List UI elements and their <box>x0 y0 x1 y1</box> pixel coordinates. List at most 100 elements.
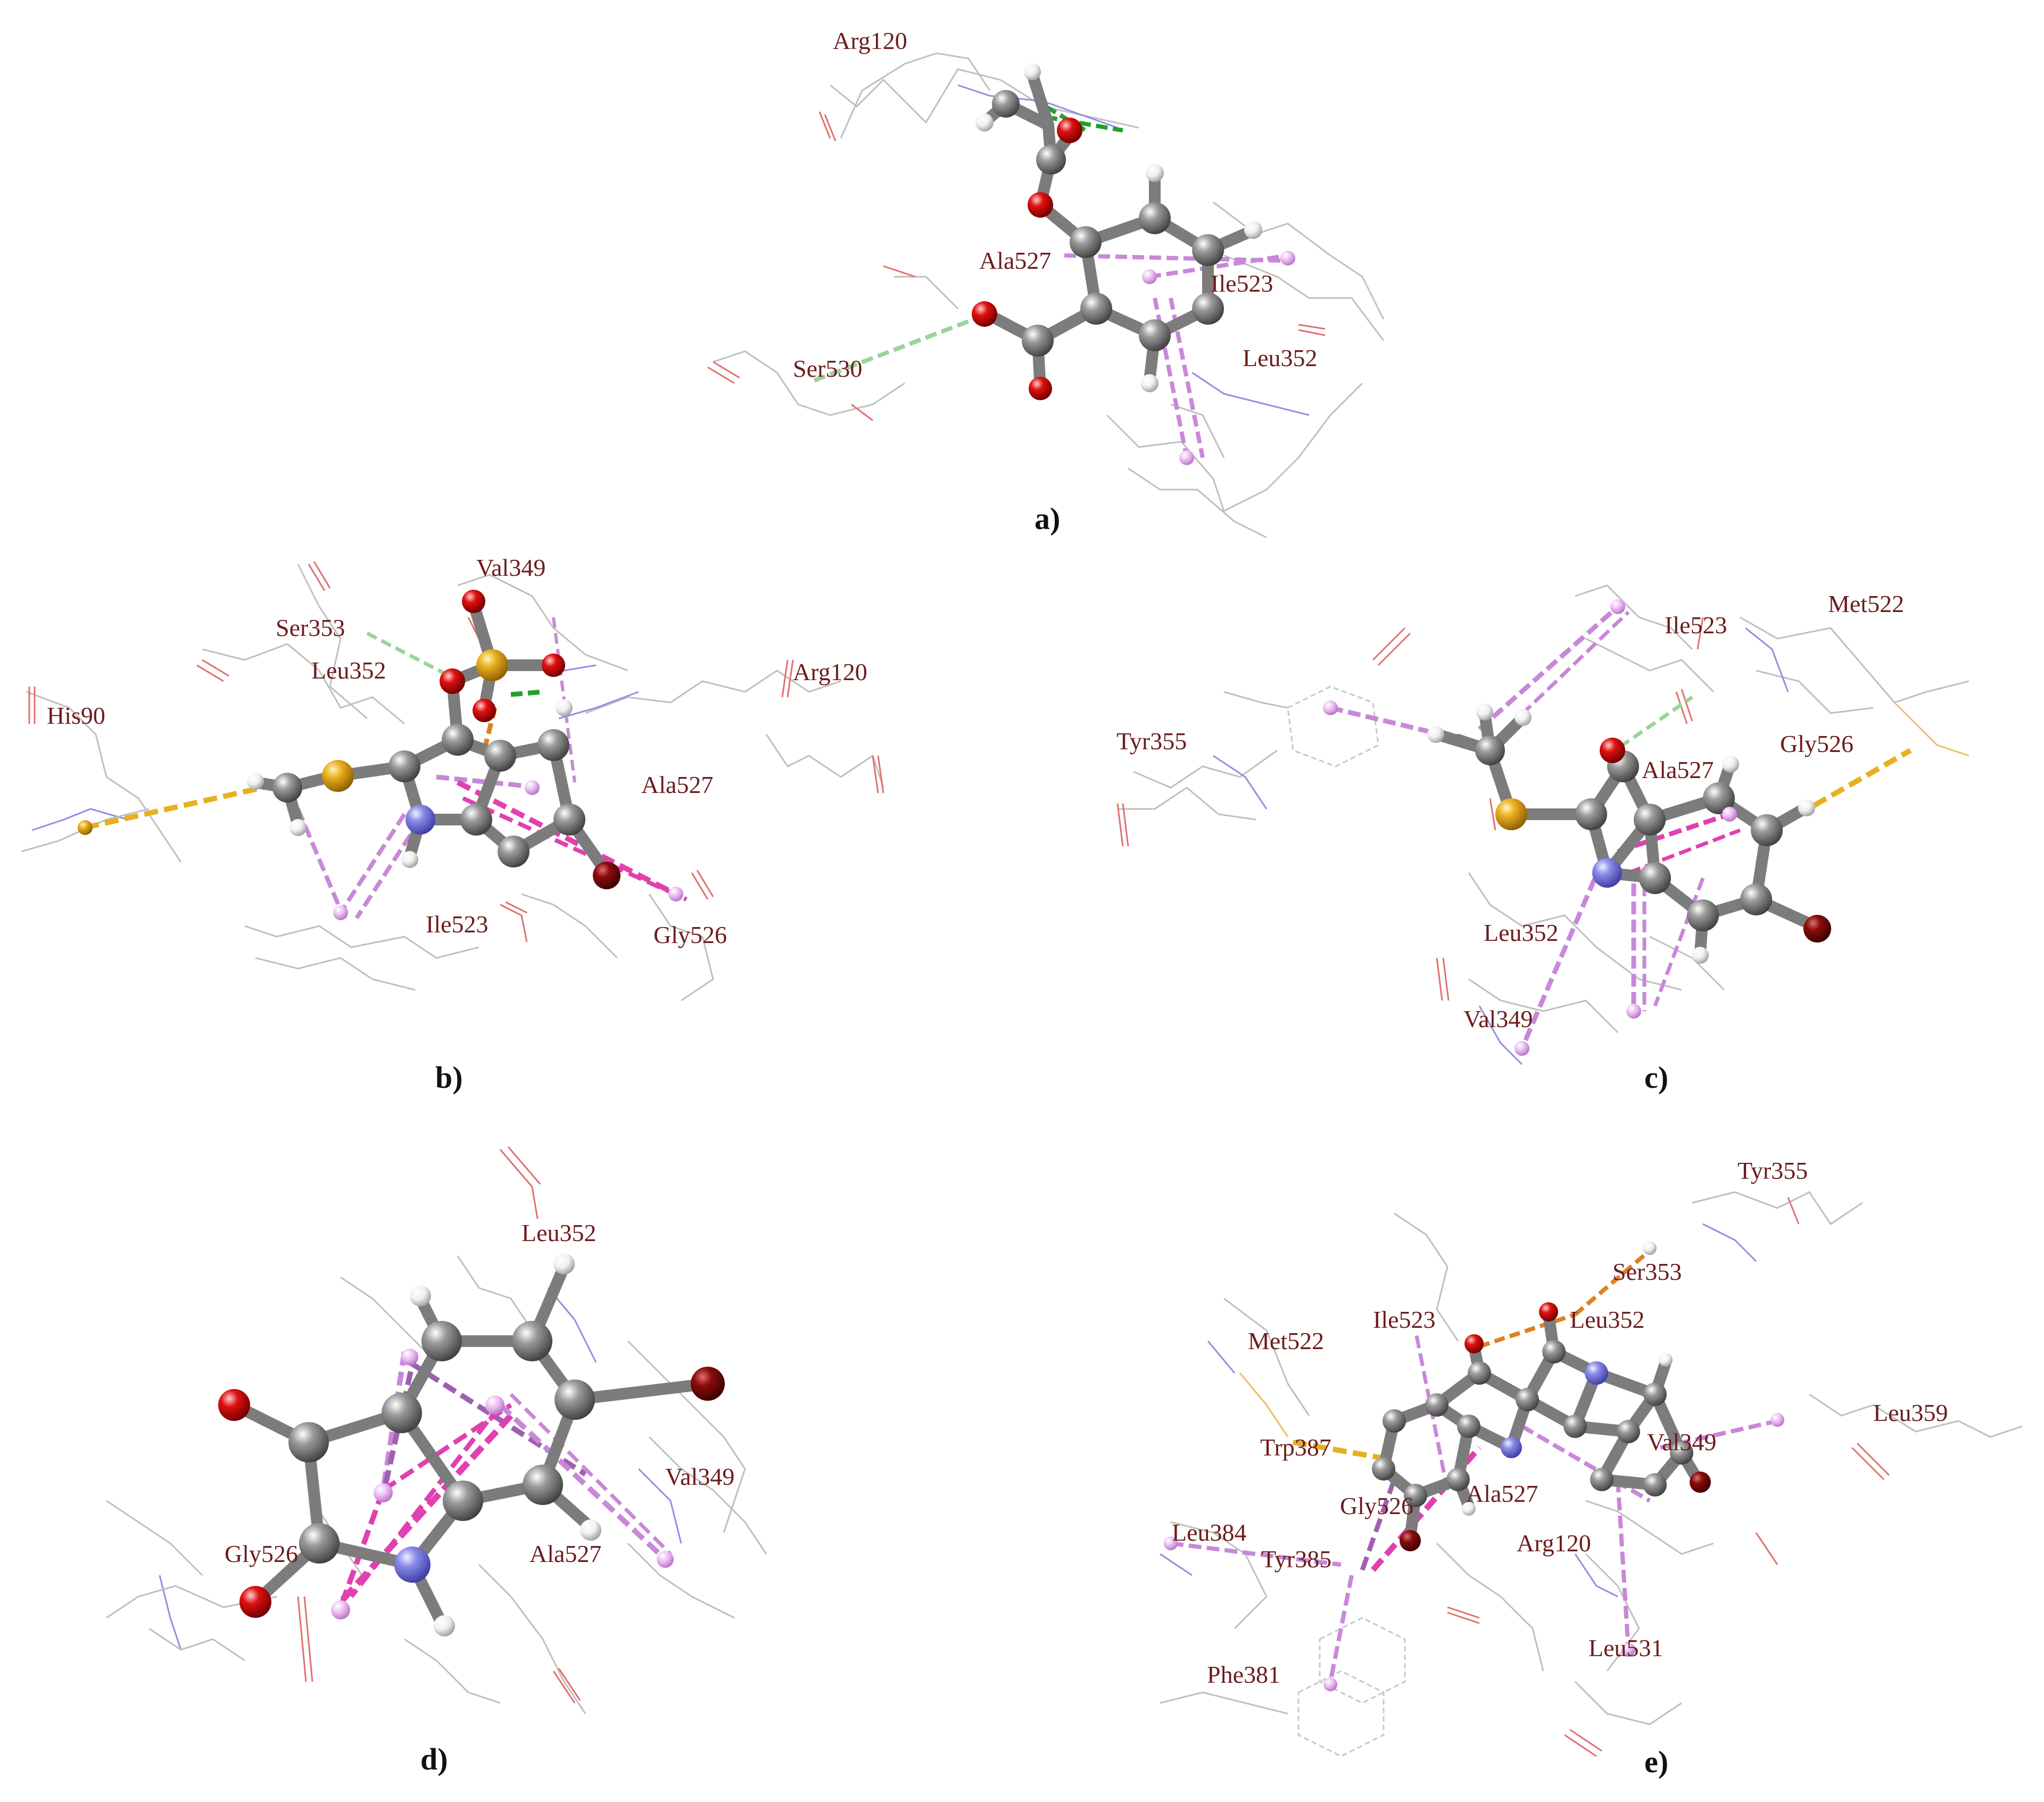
hydrogen-atom <box>1798 799 1815 816</box>
oxygen-atom <box>1029 377 1052 400</box>
residue-label: Ala527 <box>1466 1480 1538 1507</box>
carbon-atom <box>1670 1441 1693 1465</box>
panel-d: Leu352 Val349 Gly526 Ala527 d) <box>106 1146 767 1776</box>
hydrogen-atom <box>1476 704 1493 721</box>
oxygen-atom <box>1539 1302 1558 1321</box>
carbon-atom <box>1687 899 1719 931</box>
residue-label: Ser353 <box>276 614 345 641</box>
residue-label: Ala527 <box>979 247 1051 274</box>
pi-centroid <box>1770 1413 1784 1427</box>
carbon-atom <box>992 90 1020 118</box>
panel-c: Ile523 Met522 Tyr355 Gly526 Ala527 Leu35… <box>1116 584 1969 1095</box>
residue-label: Met522 <box>1248 1327 1324 1354</box>
oxygen-atom <box>1028 192 1053 218</box>
carbon-atom <box>1740 883 1772 915</box>
hydrogen-atom <box>1146 164 1164 182</box>
residue-labels-b: Val349 Ser353 Leu352 His90 Arg120 Ala527… <box>47 554 867 948</box>
carbon-atom <box>272 773 302 803</box>
pi-centroid <box>525 780 540 795</box>
residue-label: Gly526 <box>1780 730 1853 757</box>
residue-label: Ser353 <box>1612 1258 1682 1285</box>
residue-label: Gly526 <box>653 921 727 948</box>
pi-centroid <box>1164 1536 1178 1550</box>
carbon-atom <box>1563 1415 1587 1438</box>
carbon-atom <box>1703 782 1735 814</box>
oxygen-atom <box>473 699 496 722</box>
carbon-atom <box>443 1481 483 1521</box>
carbon-atom <box>1139 202 1171 234</box>
residue-label: Tyr355 <box>1737 1157 1808 1184</box>
panel-label: a) <box>1035 501 1060 536</box>
ligand-a <box>972 63 1295 465</box>
carbon-atom <box>1383 1409 1406 1433</box>
carbon-atom <box>388 750 420 782</box>
oxygen-atom <box>1464 1334 1484 1353</box>
hydrogen-atom <box>1140 374 1158 392</box>
bromine-atom <box>593 862 620 889</box>
residue-label: Tyr385 <box>1261 1545 1331 1573</box>
pi-centroid <box>1280 251 1295 266</box>
ligand-e <box>1164 1241 1784 1691</box>
residue-label: Leu352 <box>522 1219 597 1246</box>
carbon-atom <box>1070 226 1102 258</box>
carbon-atom <box>1446 1468 1470 1491</box>
carbon-atom <box>498 836 529 867</box>
panel-label: e) <box>1644 1745 1668 1779</box>
panel-label: d) <box>420 1742 448 1776</box>
pi-centroid <box>1626 1004 1641 1019</box>
oxygen-atom <box>1057 118 1082 143</box>
residue-label: Arg120 <box>1517 1530 1591 1557</box>
carbon-atom <box>460 804 492 836</box>
bromine-atom <box>1803 915 1831 943</box>
residue-label: Phe381 <box>1207 1661 1280 1688</box>
residue-label: Leu352 <box>311 657 386 684</box>
carbon-atom <box>1751 814 1783 846</box>
residue-label: Leu359 <box>1873 1399 1948 1426</box>
oxygen-atom <box>542 654 565 677</box>
residue-label: Ile523 <box>1211 270 1273 297</box>
residue-label: Val349 <box>665 1463 734 1490</box>
pi-centroid <box>668 887 683 902</box>
residue-label: Arg120 <box>793 658 867 685</box>
nitrogen-atom <box>406 805 435 834</box>
nitrogen-atom <box>394 1547 431 1583</box>
carbon-atom <box>512 1321 552 1361</box>
residue-label: Ala527 <box>641 771 713 798</box>
pi-centroid <box>1323 700 1338 715</box>
carbon-atom <box>1468 1361 1491 1385</box>
residue-label: Leu352 <box>1484 919 1559 946</box>
hydrogen-atom <box>1643 1241 1657 1255</box>
carbon-atom <box>537 729 569 761</box>
carbon-atom <box>484 740 516 772</box>
pi-centroid <box>1621 1643 1635 1657</box>
carbon-atom <box>1639 862 1671 894</box>
carbon-atom <box>1617 1420 1640 1443</box>
residue-label: Val349 <box>1463 1005 1533 1032</box>
carbon-atom <box>382 1393 422 1433</box>
carbon-atom <box>442 724 474 756</box>
hydrogen-atom <box>401 851 418 868</box>
pi-centroid <box>657 1551 674 1568</box>
residue-label: Met522 <box>1828 590 1904 617</box>
hydrogen-atom <box>410 1285 431 1307</box>
nitrogen-atom <box>1501 1437 1522 1458</box>
carbon-atom <box>1372 1457 1395 1481</box>
panel-label: b) <box>435 1060 463 1095</box>
oxygen-atom <box>239 1586 271 1618</box>
pi-centroid <box>1323 1677 1337 1691</box>
carbon-atom <box>1475 735 1505 765</box>
pi-centroid <box>331 1600 350 1619</box>
residue-labels-d: Leu352 Val349 Gly526 Ala527 <box>225 1219 734 1567</box>
protein-context-c <box>1116 584 1969 1065</box>
residue-label: Leu531 <box>1588 1634 1664 1662</box>
protein-context-b <box>21 561 884 1002</box>
carbon-atom <box>299 1523 340 1564</box>
hydrogen-atom <box>975 113 994 131</box>
carbon-atom <box>1516 1388 1539 1411</box>
residue-label: Ile523 <box>1373 1306 1436 1333</box>
residue-label: Val349 <box>476 554 545 581</box>
hydrogen-atom <box>556 699 573 716</box>
panel-a: Arg120 Ala527 Ile523 Ser530 Leu352 a) <box>707 27 1385 539</box>
pi-centroid <box>78 820 93 835</box>
ligand-c <box>1323 599 1831 1056</box>
